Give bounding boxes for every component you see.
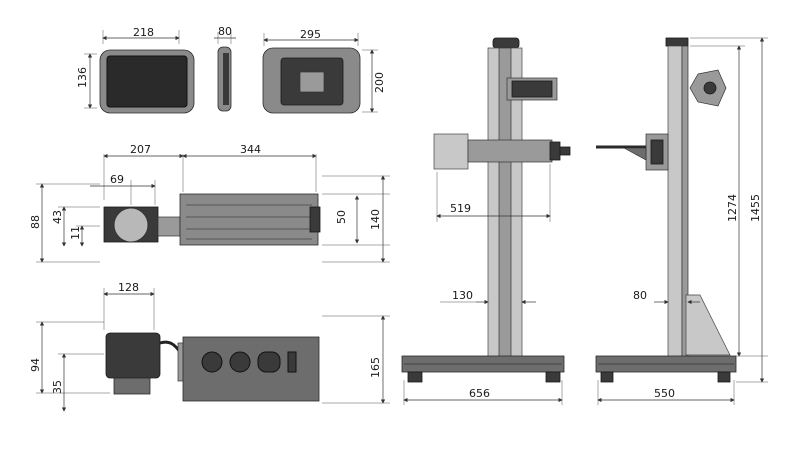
dim-side-height-1274: 1274 [726,194,739,222]
dim-head-body-length: 344 [240,143,261,156]
screen-side-view: 80 [214,25,236,112]
dim-stand-base-width: 656 [469,387,490,400]
dim-screen-depth: 80 [218,25,232,38]
dim-head-height-total: 88 [29,215,42,229]
laser-head-side-view: 128 94 35 165 [29,281,390,412]
dim-side-base-width: 550 [654,387,675,400]
dim-screen-height: 136 [76,67,89,88]
dim-head-offset: 69 [110,173,124,186]
dim-stand-arm-reach: 519 [450,202,471,215]
screen-back-view: 295 200 [262,28,386,114]
stand-side-view: 80 550 1274 1455 [595,37,768,405]
dim-screen-back-height: 200 [373,72,386,93]
laser-head-top-view: 207 344 69 88 43 11 50 140 [29,143,390,263]
dim-head-height-small: 11 [69,226,82,240]
dim-body-height-inner: 50 [335,210,348,224]
dim-side-height-1455: 1455 [749,194,762,222]
dim-head-front-length: 207 [130,143,151,156]
dim-stand-column-width: 130 [452,289,473,302]
dim-side-height-35: 35 [51,380,64,394]
dim-screen-width: 218 [133,26,154,39]
dim-side-height-94: 94 [29,358,42,372]
dim-screen-back-width: 295 [300,28,321,41]
dim-body-height-outer: 140 [369,209,382,230]
dim-side-offset: 128 [118,281,139,294]
screen-front-view: 218 136 [76,26,195,114]
dim-side-column-width: 80 [633,289,647,302]
dim-head-height-mid: 43 [51,210,64,224]
dim-side-height-165: 165 [369,357,382,378]
stand-front-view: 519 130 656 [401,37,571,405]
